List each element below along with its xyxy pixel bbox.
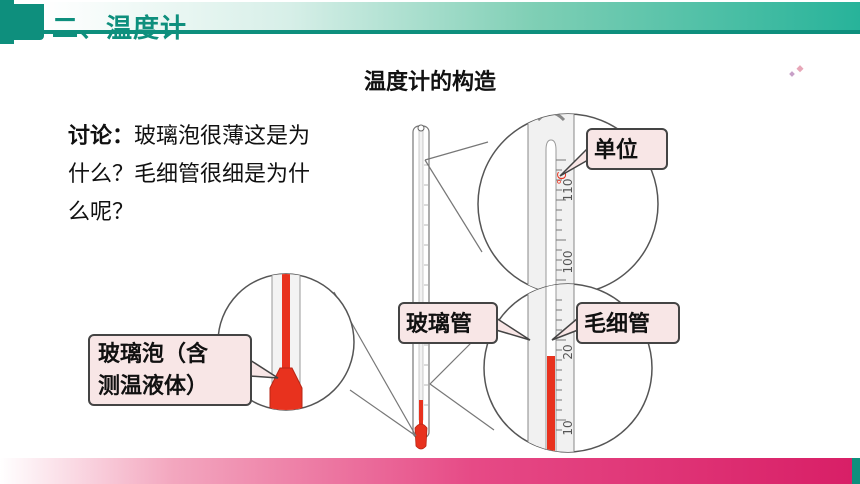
header-underline xyxy=(44,30,860,34)
unit-symbol: ℃ xyxy=(555,171,569,184)
scale-label-110: 110 xyxy=(561,179,575,202)
discussion-label: 讨论： xyxy=(68,124,135,149)
discussion-line1: 玻璃泡很薄这是为 xyxy=(134,124,311,149)
scale-label-100: 100 xyxy=(561,251,575,274)
page-subtitle: 温度计的构造 xyxy=(363,70,496,95)
scale-label-20: 20 xyxy=(561,344,575,359)
header-gradient xyxy=(44,2,860,30)
callout-bulb-line2: 测温液体） xyxy=(98,373,209,399)
header-title-block xyxy=(14,4,44,40)
callout-glass-tube: 玻璃管 xyxy=(398,302,498,344)
scale-label-10: 10 xyxy=(561,420,575,435)
callout-bulb: 玻璃泡（含 测温液体） xyxy=(88,334,252,406)
header-accent xyxy=(0,0,14,44)
footer-accent xyxy=(852,458,860,484)
header-bar xyxy=(0,0,860,44)
thermometer-body xyxy=(412,124,430,450)
discussion-text: 讨论：玻璃泡很薄这是为 什么？毛细管很细是为什 么呢？ xyxy=(68,118,388,232)
callout-capillary: 毛细管 xyxy=(576,302,680,344)
discussion-line2: 什么？毛细管很细是为什 xyxy=(68,162,311,187)
discussion-line3: 么呢？ xyxy=(68,200,135,225)
slide-title: 二、温度计 xyxy=(52,14,188,44)
footer-bar xyxy=(0,458,860,484)
callout-bulb-line1: 玻璃泡（含 xyxy=(98,341,209,367)
callout-unit: 单位 xyxy=(586,128,668,170)
callout-pointers xyxy=(249,146,589,379)
decorative-sparkle xyxy=(789,65,804,77)
